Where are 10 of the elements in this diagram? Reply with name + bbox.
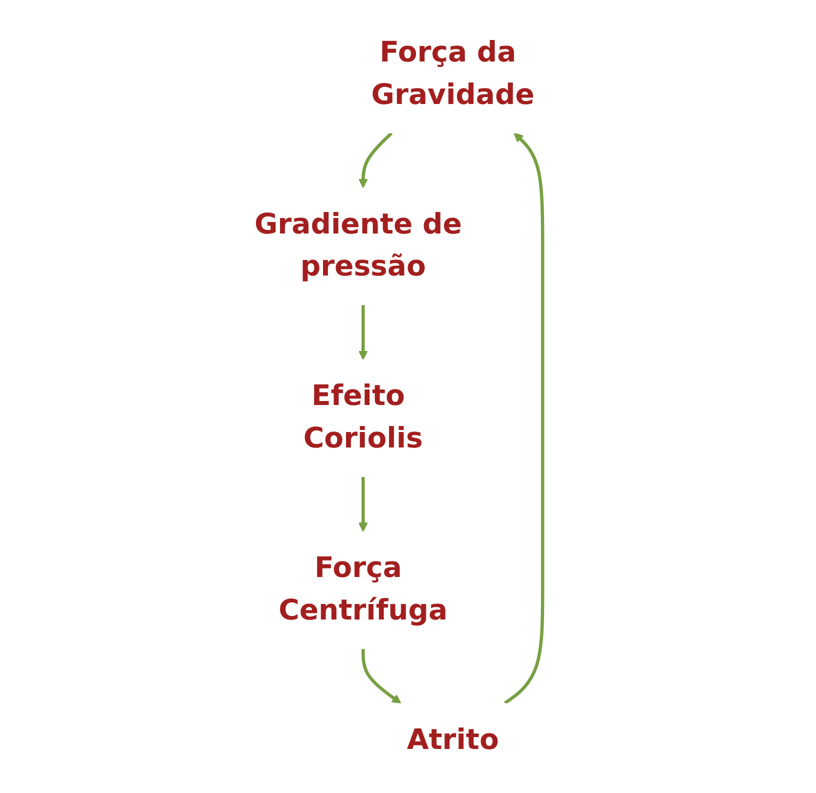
arrow bbox=[362, 648, 402, 704]
node-text: Força Centrífuga bbox=[278, 552, 448, 627]
node-text: Atrito bbox=[406, 723, 499, 756]
arrow bbox=[358, 304, 368, 360]
node-text: Gradiente de pressão bbox=[254, 208, 462, 283]
arrow bbox=[358, 132, 393, 188]
arrow bbox=[504, 132, 544, 704]
node-text: Força da Gravidade bbox=[371, 36, 534, 111]
node-text: Efeito Coriolis bbox=[303, 380, 423, 455]
arrow bbox=[358, 476, 368, 532]
